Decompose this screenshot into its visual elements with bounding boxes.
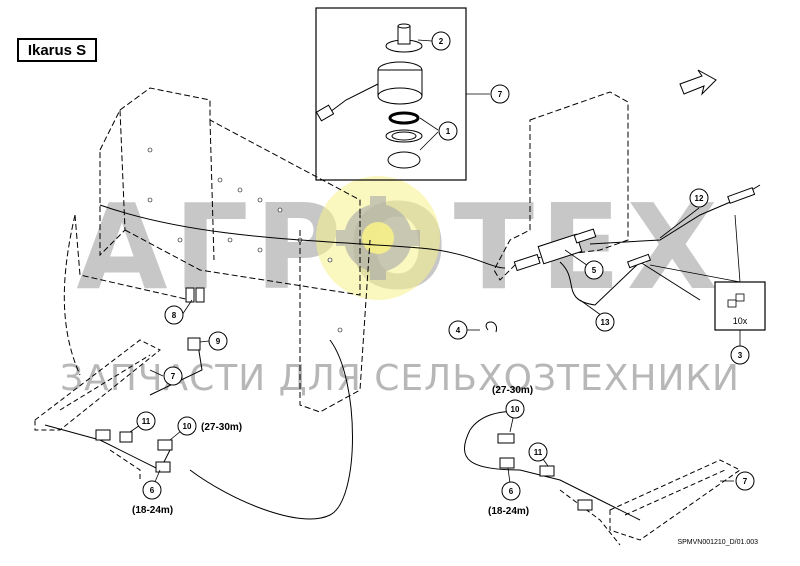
junction-box [513,228,597,272]
callout-7-right-label: 7 [743,477,748,486]
callout-11-right-label: 11 [534,448,543,457]
sensor-assembly [315,23,423,169]
frame-holes [147,147,343,333]
callout-10-right-label: 10 [511,405,520,414]
callout-4 [448,320,468,340]
callout-2 [431,31,451,51]
callout-1 [438,121,458,141]
length-label-right-short: (18-24m) [488,506,529,517]
connectors [95,187,756,511]
kit-box [714,281,766,331]
callout-9 [208,331,228,351]
diagram-title: Ikarus S [17,38,97,62]
length-label-right-long: (27-30m) [492,385,533,396]
left-boom-arm [34,339,161,480]
callout-9-label: 9 [216,337,221,346]
callout-5 [584,260,604,280]
callout-10-left [177,416,197,436]
callout-5-label: 5 [592,266,597,275]
length-label-left-long: (27-30m) [201,422,242,433]
callout-4-label: 4 [456,326,461,335]
callout-6-right-label: 6 [509,487,514,496]
callout-13 [595,312,615,332]
callout-7-inset [490,84,510,104]
callout-12-label: 12 [695,194,704,203]
callout-7-right [735,471,755,491]
callout-10-right [505,399,525,419]
right-boom-arm [559,459,741,546]
callout-11-left [136,411,156,431]
boom-frame [63,87,371,413]
callout-3 [730,345,750,365]
callout-11-left-label: 11 [142,417,151,426]
callout-6-right [501,481,521,501]
callout-3-label: 3 [738,351,743,360]
callout-12 [689,188,709,208]
callout-7-left-label: 7 [171,372,176,381]
callouts [136,31,755,501]
callout-10-left-label: 10 [183,422,192,431]
callout-6-left-label: 6 [150,486,155,495]
callout-8-label: 8 [172,311,177,320]
cables [44,184,761,521]
callout-6-left [142,480,162,500]
callout-13-label: 13 [601,318,610,327]
callout-7-left [163,366,183,386]
length-label-left-short: (18-24m) [132,505,173,516]
kit-label: 10x [733,316,748,326]
callout-7-inset-label: 7 [498,90,503,99]
callout-8 [164,305,184,325]
callout-1-label: 1 [446,127,451,136]
callout-11-right [528,442,548,462]
direction-arrow-icon [679,69,717,96]
kit-plugs [727,293,745,308]
drawing-code: SPMVN001210_D/01.003 [677,539,758,546]
callout-2-label: 2 [439,37,444,46]
